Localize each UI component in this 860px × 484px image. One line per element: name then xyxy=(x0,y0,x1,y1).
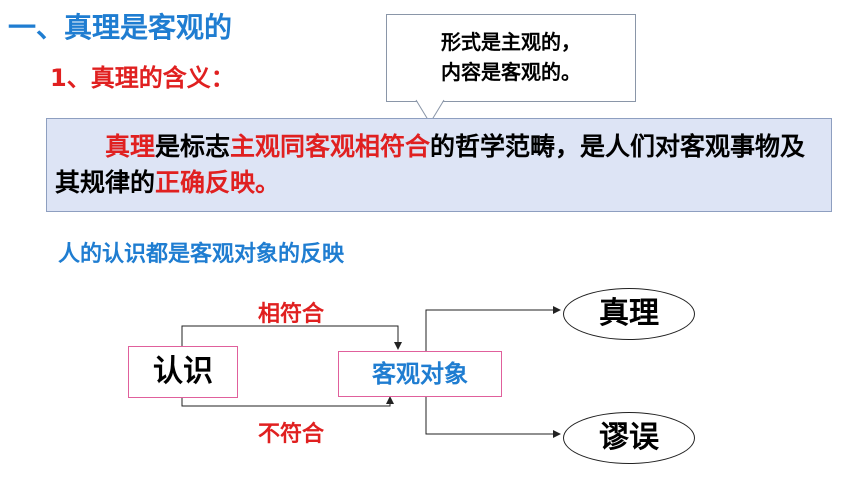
definition-text: 真理是标志主观同客观相符合的哲学范畴，是人们对客观事物及其规律的正确反映。 xyxy=(55,129,825,201)
callout-line-2: 内容是客观的。 xyxy=(441,60,581,84)
definition-part: 的哲学范畴，是人们对客观事物及其规律的 xyxy=(55,132,806,197)
objective-object-box: 客观对象 xyxy=(338,351,502,397)
term-truth: 真理 xyxy=(105,132,156,161)
callout-line-1: 形式是主观的， xyxy=(441,30,581,54)
cognition-box: 认识 xyxy=(128,346,238,398)
definition-part: 是标志 xyxy=(155,132,231,161)
definition-box: 真理是标志主观同客观相符合的哲学范畴，是人们对客观事物及其规律的正确反映。 xyxy=(46,118,832,212)
truth-oval: 真理 xyxy=(563,288,695,340)
subsection-heading: 1、真理的含义： xyxy=(50,64,235,92)
term-correct-reflection: 正确反映。 xyxy=(155,168,281,197)
section-heading: 一、真理是客观的 xyxy=(8,11,233,44)
match-label: 相符合 xyxy=(258,302,325,327)
mismatch-label: 不符合 xyxy=(258,422,325,447)
term-correspondence: 主观同客观相符合 xyxy=(230,132,431,161)
callout-box: 形式是主观的， 内容是客观的。 xyxy=(386,14,636,102)
callout-text: 形式是主观的， 内容是客观的。 xyxy=(387,27,635,87)
error-oval: 谬误 xyxy=(563,412,695,464)
sub-heading: 人的认识都是客观对象的反映 xyxy=(58,242,345,267)
